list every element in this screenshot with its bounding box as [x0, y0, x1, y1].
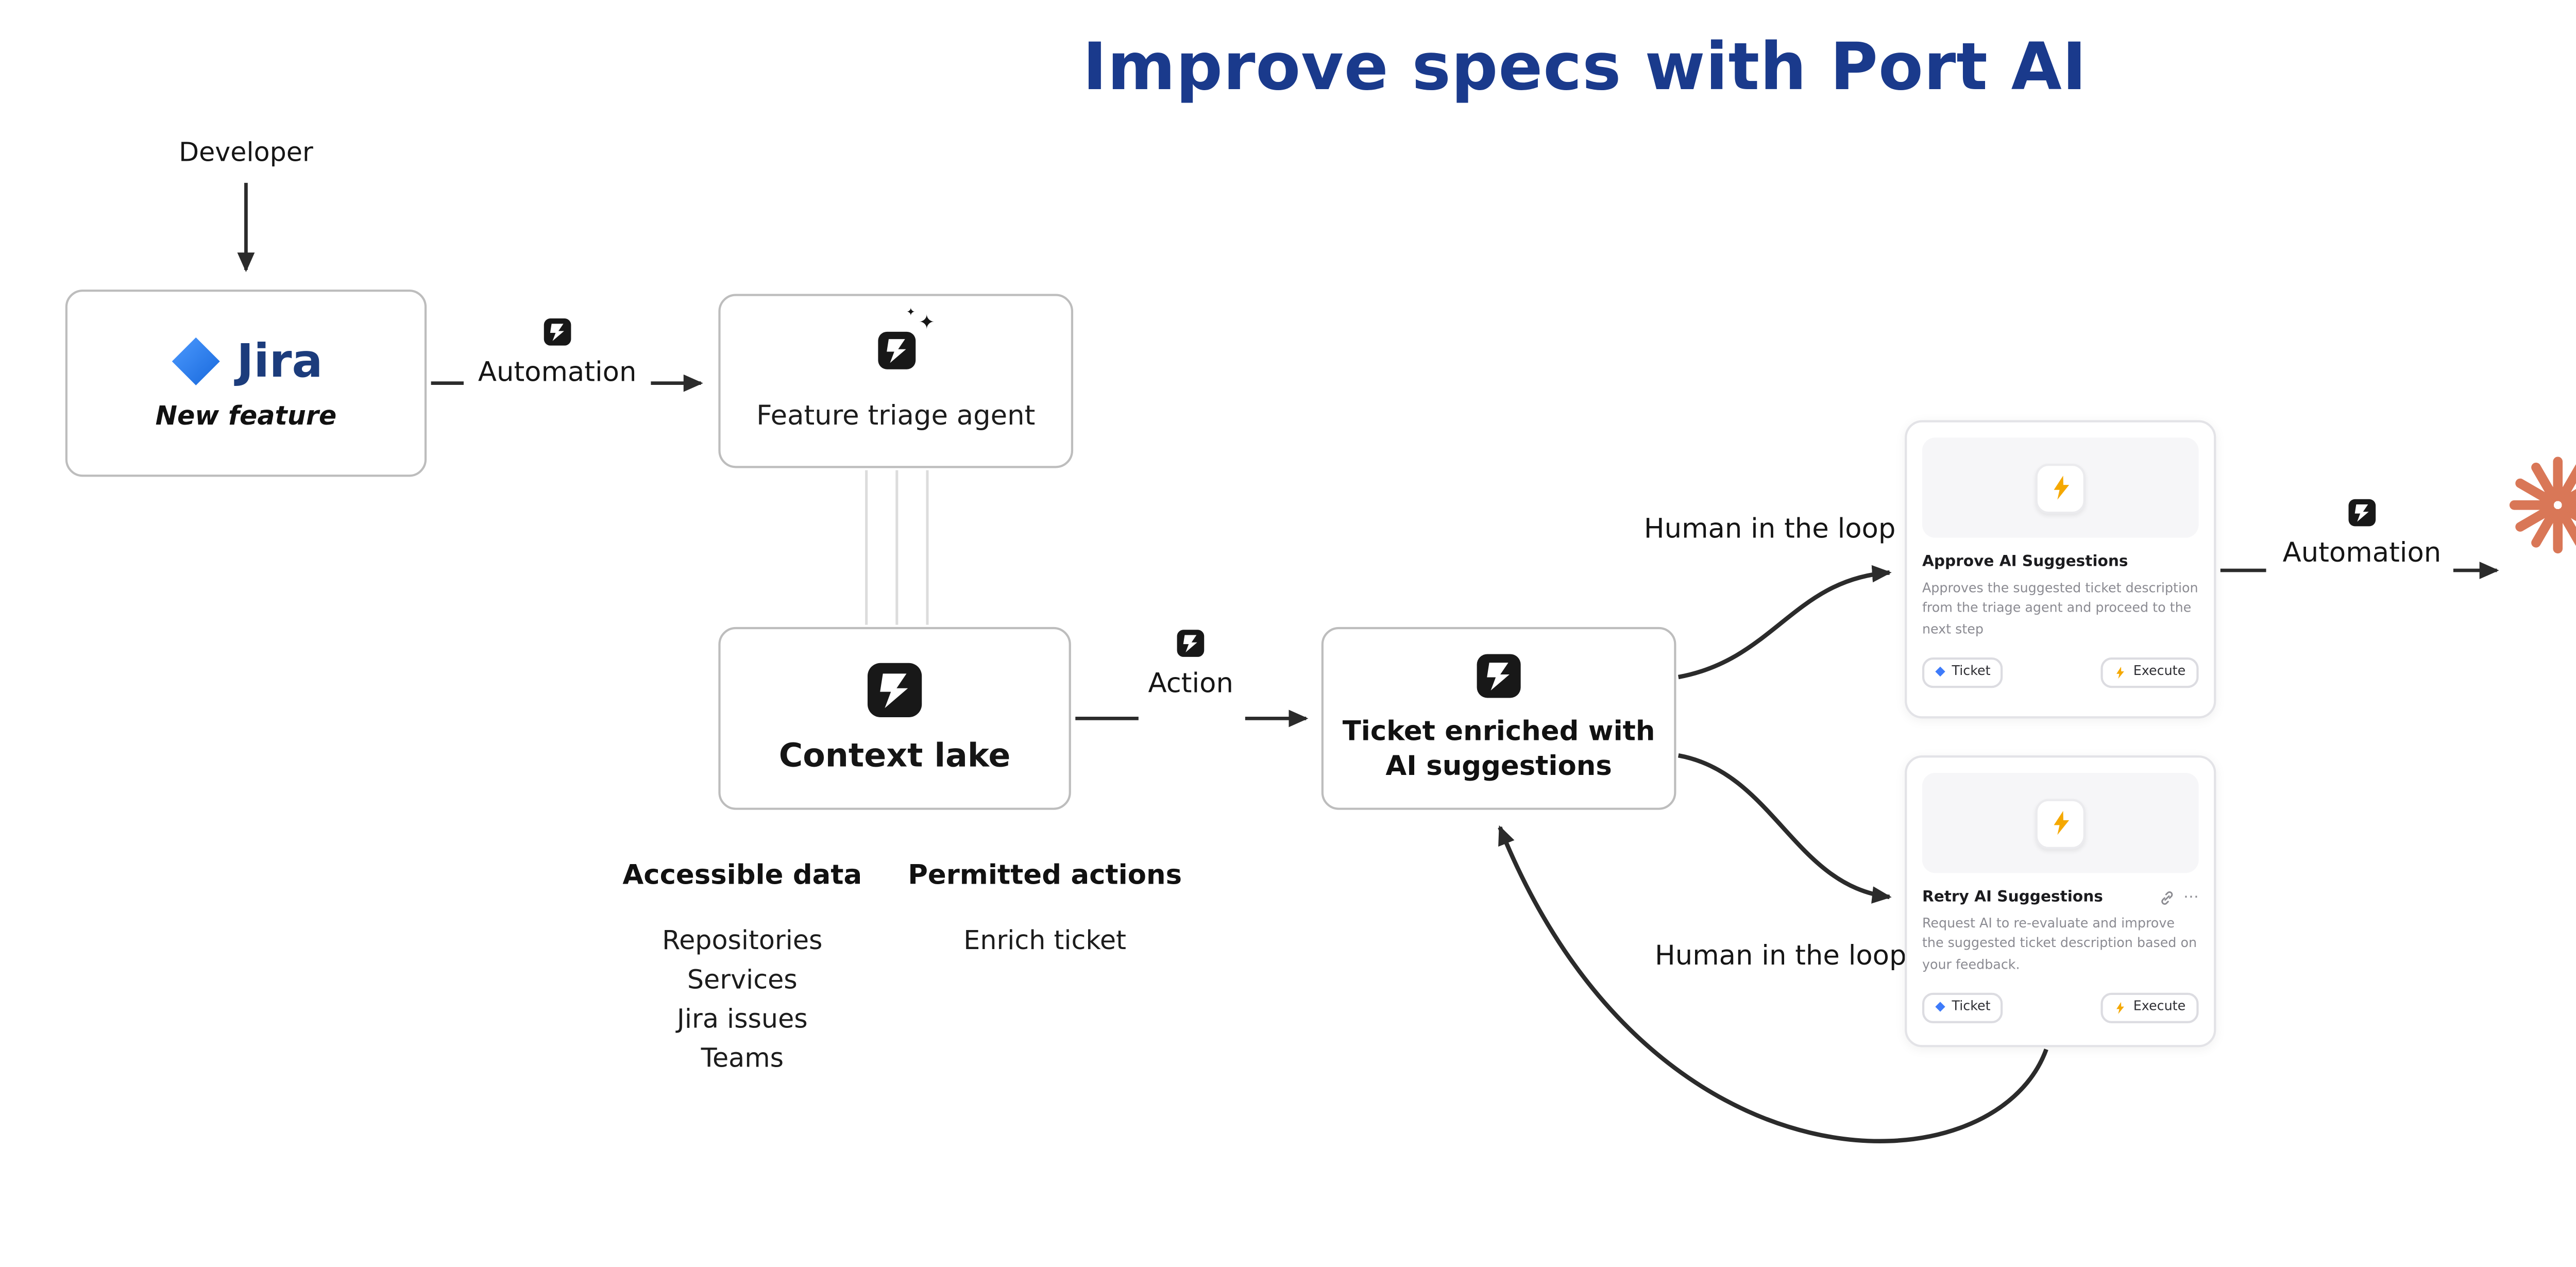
ticket-enriched-node: Ticket enriched with AI suggestions	[1321, 627, 1676, 810]
context-lake-node: Context lake	[718, 627, 1071, 810]
accessible-data-heading: Accessible data	[622, 857, 862, 891]
jira-wordmark: Jira	[236, 335, 323, 388]
feature-triage-agent-label: Feature triage agent	[756, 398, 1036, 431]
card-title: Approve AI Suggestions	[1922, 553, 2128, 571]
jira-node-subtitle: New feature	[155, 400, 337, 431]
card-description: Request AI to re-evaluate and improve th…	[1922, 916, 2197, 972]
ticket-chip-label: Ticket	[1952, 1000, 1991, 1016]
port-logo-icon	[1476, 653, 1522, 699]
card-description: Approves the suggested ticket descriptio…	[1922, 581, 2198, 637]
card-header	[1922, 437, 2199, 538]
list-item: Services	[687, 964, 798, 995]
action-connector: Action	[1148, 629, 1233, 699]
jira-icon	[171, 337, 219, 385]
automation-label-1: Automation	[478, 354, 637, 388]
context-lake-label: Context lake	[778, 736, 1011, 775]
list-item: Teams	[701, 1042, 784, 1074]
port-logo-icon	[876, 331, 916, 370]
sparkle-icon: ✦	[906, 307, 916, 320]
developer-label-top: Developer	[179, 137, 313, 168]
lightning-icon	[2035, 462, 2086, 513]
sparkle-icon: ✦	[918, 313, 935, 335]
human-in-loop-label-bottom: Human in the loop	[1655, 938, 1907, 971]
port-logo-icon	[2348, 499, 2376, 527]
permitted-actions-column: Permitted actions Enrich ticket	[903, 858, 1186, 960]
page-title: Improve specs with Port AI	[1082, 30, 2087, 107]
accessible-data-column: Accessible data Repositories Services Ji…	[601, 858, 884, 1078]
card-header	[1922, 772, 2199, 873]
execute-button-label: Execute	[2133, 1000, 2186, 1016]
port-logo-icon	[867, 662, 923, 718]
lightning-icon	[2114, 1001, 2127, 1014]
link-icon[interactable]	[2159, 889, 2175, 905]
human-in-loop-label-top: Human in the loop	[1643, 511, 1896, 545]
automation-label-2: Automation	[2282, 535, 2442, 568]
list-item: Enrich ticket	[963, 925, 1126, 956]
permitted-actions-heading: Permitted actions	[908, 857, 1182, 891]
ticket-chip-label: Ticket	[1952, 665, 1991, 680]
ticket-enriched-label: Ticket enriched with AI suggestions	[1342, 713, 1655, 782]
port-logo-icon	[543, 318, 571, 346]
feature-triage-agent-node: ✦ ✦ Feature triage agent	[718, 294, 1074, 468]
ticket-icon: ◆	[1935, 999, 1945, 1015]
execute-button-label: Execute	[2133, 665, 2186, 680]
automation-connector-2: Automation	[2282, 499, 2442, 568]
ticket-icon: ◆	[1935, 664, 1945, 679]
card-title: Retry AI Suggestions	[1922, 888, 2103, 906]
action-label: Action	[1148, 666, 1233, 699]
ticket-chip: ◆ Ticket	[1922, 657, 2004, 688]
jira-node: Jira New feature	[65, 289, 427, 477]
claude-logo-icon	[2509, 457, 2576, 554]
approve-ai-suggestions-card: Approve AI Suggestions Approves the sugg…	[1905, 420, 2216, 719]
retry-ai-suggestions-card: Retry AI Suggestions ⋯ Request AI to re-…	[1905, 755, 2216, 1048]
jira-logo: Jira	[169, 335, 323, 387]
lightning-icon	[2035, 798, 2086, 848]
execute-button[interactable]: Execute	[2100, 992, 2199, 1023]
execute-button[interactable]: Execute	[2100, 657, 2199, 688]
ticket-chip: ◆ Ticket	[1922, 992, 2004, 1023]
list-item: Jira issues	[676, 1003, 808, 1035]
automation-connector-1: Automation	[478, 318, 637, 387]
list-item: Repositories	[662, 925, 823, 956]
lightning-icon	[2114, 666, 2127, 679]
kebab-menu-icon[interactable]: ⋯	[2183, 887, 2199, 905]
port-logo-icon	[1177, 629, 1205, 657]
